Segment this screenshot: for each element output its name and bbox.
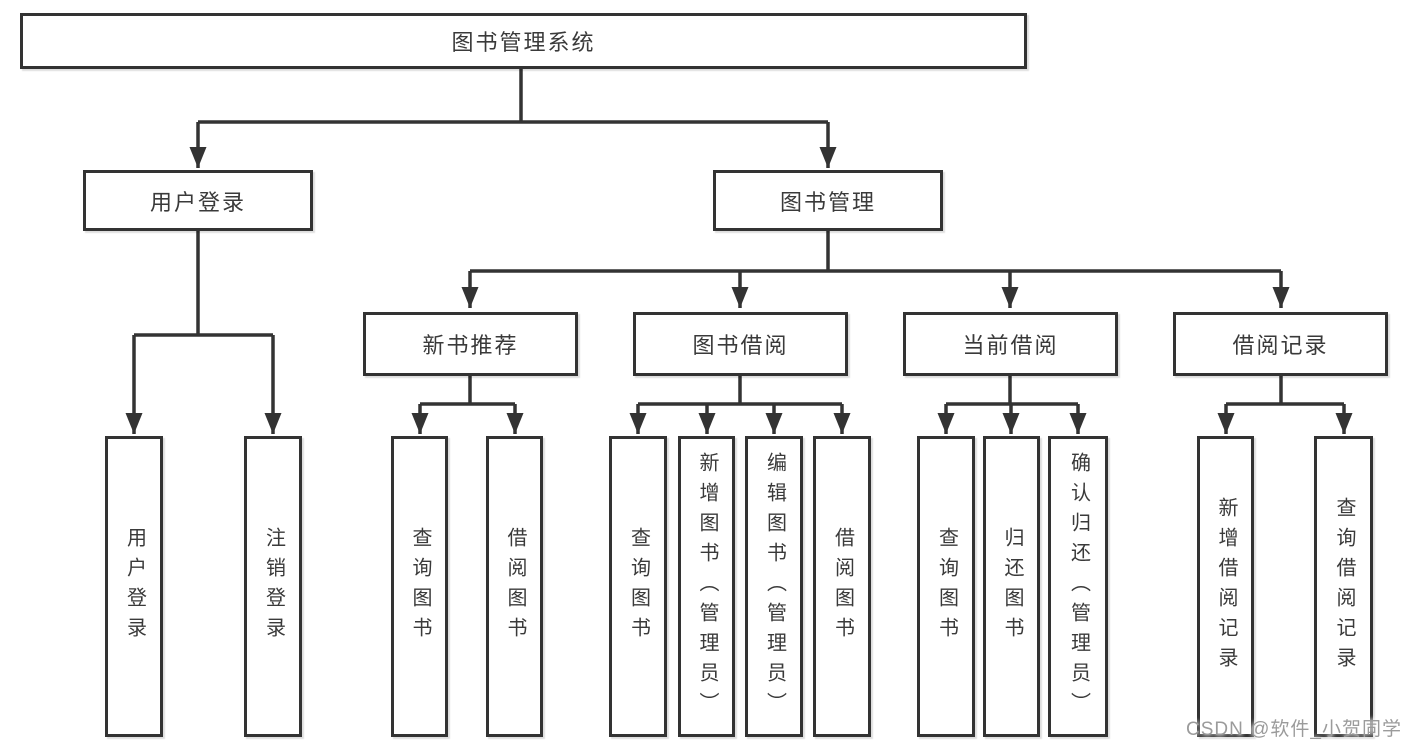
node-book-management: 图书管理 (713, 170, 943, 231)
node-label: 查询图书 (935, 526, 958, 647)
node-label: 新增借阅记录 (1215, 496, 1237, 677)
node-label: 查询图书 (627, 526, 650, 647)
node-label: 编辑图书（管理员） (763, 451, 786, 722)
leaf-borrow-edit-books-admin: 编辑图书（管理员） (745, 436, 803, 737)
leaf-borrow-search-books: 查询图书 (609, 436, 667, 737)
leaf-newbook-search-books: 查询图书 (391, 436, 448, 737)
node-label: 当前借阅 (962, 333, 1059, 358)
node-label: 注销登录 (262, 526, 285, 647)
leaf-records-add-borrow-record: 新增借阅记录 (1197, 436, 1254, 737)
node-label: 用户登录 (123, 526, 146, 647)
leaf-records-search-borrow-record: 查询借阅记录 (1314, 436, 1373, 737)
node-library-management-system: 图书管理系统 (20, 13, 1027, 69)
node-label: 新增图书（管理员） (696, 451, 718, 722)
csdn-watermark: CSDN @软件_小贺同学 (1186, 719, 1402, 740)
node-label: 借阅图书 (831, 526, 854, 647)
node-label: 查询图书 (409, 526, 431, 647)
leaf-logout: 注销登录 (244, 436, 302, 737)
node-borrowing-records: 借阅记录 (1173, 312, 1388, 376)
leaf-current-return-books: 归还图书 (983, 436, 1040, 737)
node-label: 查询借阅记录 (1333, 496, 1355, 677)
node-label: 新书推荐 (422, 333, 519, 358)
leaf-borrow-add-books-admin: 新增图书（管理员） (678, 436, 735, 737)
node-label: 图书管理系统 (451, 30, 596, 55)
node-new-book-recommendation: 新书推荐 (363, 312, 578, 376)
leaf-borrow-borrow-books: 借阅图书 (813, 436, 871, 737)
node-user-login: 用户登录 (83, 170, 313, 231)
leaf-current-search-books: 查询图书 (917, 436, 975, 737)
node-label: 归还图书 (1001, 526, 1023, 647)
node-current-borrowing: 当前借阅 (903, 312, 1118, 376)
node-label: 图书管理 (779, 189, 876, 215)
node-book-borrowing: 图书借阅 (633, 312, 848, 376)
node-label: 借阅记录 (1232, 333, 1329, 358)
leaf-newbook-borrow-books: 借阅图书 (486, 436, 543, 737)
node-label: 用户登录 (149, 189, 246, 215)
node-label: 图书借阅 (692, 333, 789, 358)
leaf-current-confirm-return-admin: 确认归还（管理员） (1048, 436, 1108, 737)
leaf-user-login: 用户登录 (105, 436, 163, 737)
node-label: 借阅图书 (504, 526, 526, 647)
node-label: 确认归还（管理员） (1067, 451, 1090, 722)
